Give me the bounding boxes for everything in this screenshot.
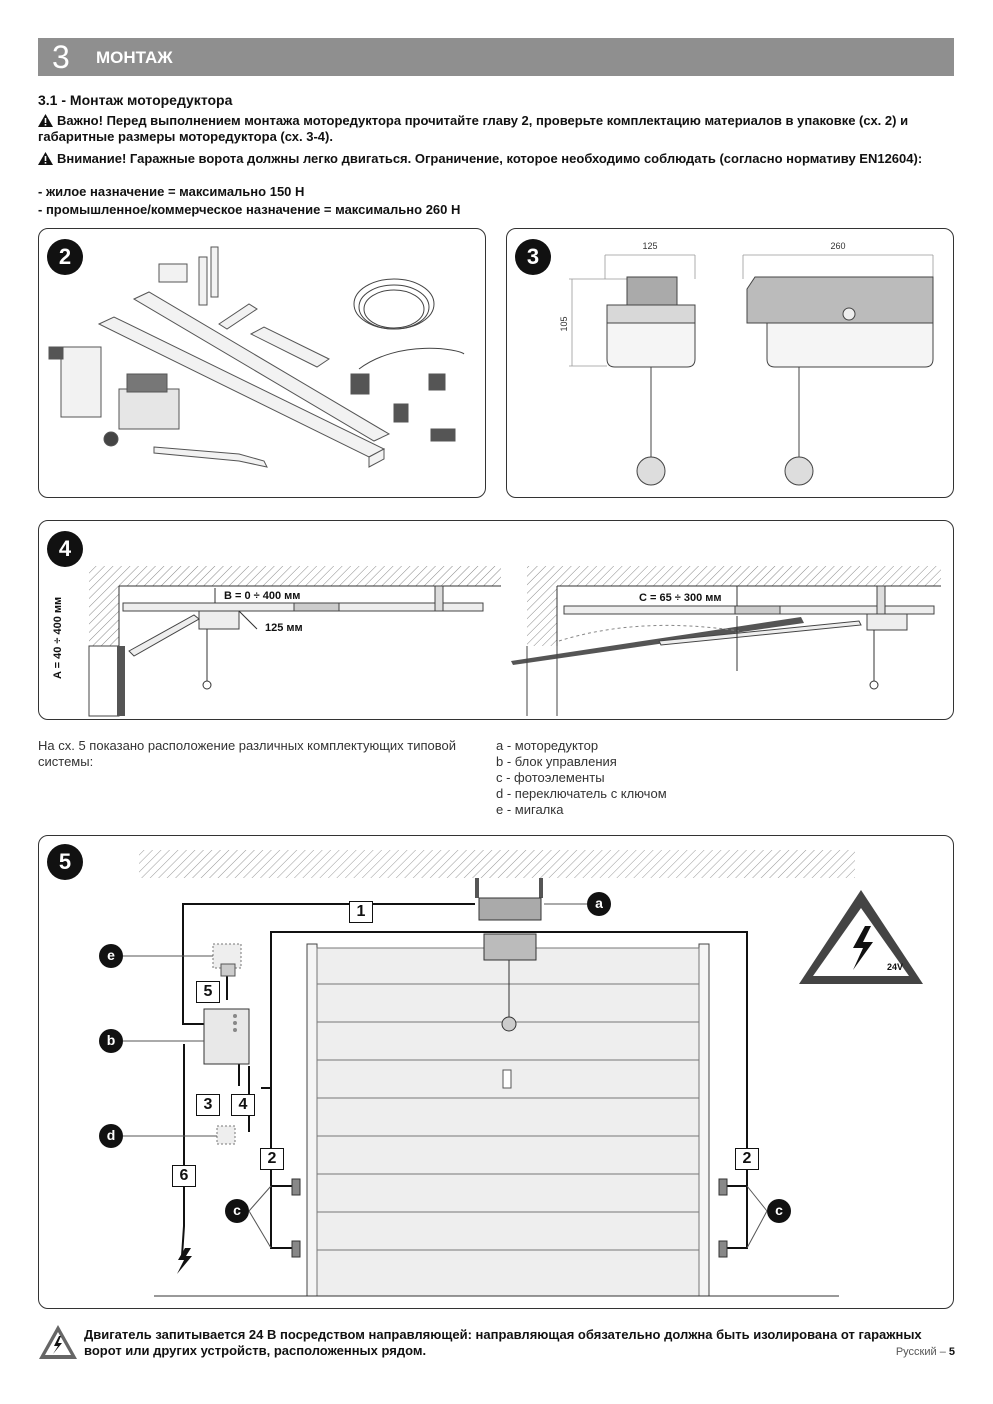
label-c-left: c <box>225 1199 249 1223</box>
warning-icon <box>38 152 53 165</box>
figure-5-number: 5 <box>47 844 83 880</box>
intro-text: На сх. 5 показано расположение различных… <box>38 738 457 769</box>
installation-clearance-drawing: B = 0 ÷ 400 мм 125 мм A = 40 ÷ 400 мм C … <box>52 566 941 717</box>
figure-3-panel: 3 125 105 <box>506 228 954 498</box>
chapter-title: МОНТАЖ <box>96 48 173 67</box>
voltage-label: 24V <box>887 962 903 972</box>
cable-label-1: 1 <box>349 901 373 923</box>
dim-125: 125 мм <box>265 622 303 634</box>
cable-label-2-left: 2 <box>260 1148 284 1170</box>
important-note: Важно! Перед выполнением монтажа моторед… <box>38 113 954 145</box>
figure-2-number: 2 <box>47 239 83 275</box>
label-b: b <box>99 1029 123 1053</box>
dim-width-large: 260 <box>830 241 845 251</box>
chapter-header: 3 МОНТАЖ <box>38 38 954 76</box>
page-footer: Русский – 5 <box>896 1346 955 1358</box>
legend-item: d - переключатель с ключом <box>496 786 667 801</box>
dim-width-small: 125 <box>642 241 657 251</box>
cable-label-3: 3 <box>196 1094 220 1116</box>
label-a: a <box>587 892 611 916</box>
attention-note: Внимание! Гаражные ворота должны легко д… <box>38 151 954 167</box>
cable-label-6: 6 <box>172 1165 196 1187</box>
power-supply-note: Двигатель запитывается 24 В посредством … <box>84 1327 922 1358</box>
cable-label-4: 4 <box>231 1094 255 1116</box>
figure-2-panel: 2 <box>38 228 486 498</box>
footer-language: Русский – <box>895 1346 949 1358</box>
dim-height: 105 <box>559 316 569 331</box>
page-number: 5 <box>948 1346 955 1358</box>
cable-label-5: 5 <box>196 981 220 1003</box>
electric-warning-icon <box>39 1325 77 1359</box>
attention-text: Внимание! Гаражные ворота должны легко д… <box>57 151 923 166</box>
limit-residential: - жилое назначение = максимально 150 Н <box>38 184 305 199</box>
chapter-number: 3 <box>52 39 70 75</box>
mains-power-icon <box>177 1248 192 1274</box>
legend-item: e - мигалка <box>496 802 564 817</box>
figure-4-panel: 4 B = 0 ÷ 400 мм 125 мм A = 40 ÷ 400 мм <box>38 520 954 720</box>
dim-b: B = 0 ÷ 400 мм <box>224 590 300 602</box>
legend-item: b - блок управления <box>496 754 617 769</box>
package-contents-illustration <box>48 246 465 468</box>
legend-item: c - фотоэлементы <box>496 770 605 785</box>
label-d: d <box>99 1124 123 1148</box>
dim-c: C = 65 ÷ 300 мм <box>639 592 722 604</box>
section-title: 3.1 - Монтаж моторедуктора <box>38 92 233 108</box>
motor-dimensions-drawing: 125 105 260 <box>559 241 934 486</box>
important-text: Важно! Перед выполнением монтажа моторед… <box>38 113 909 144</box>
legend-list: a - моторедуктор b - блок управления c -… <box>496 738 667 818</box>
figure-4-number: 4 <box>47 531 83 567</box>
figure-5-panel: 5 <box>38 835 954 1309</box>
electric-hazard-icon: 24V <box>799 890 923 984</box>
legend-item: a - моторедуктор <box>496 738 599 753</box>
label-e: e <box>99 944 123 968</box>
cable-label-2-right: 2 <box>735 1148 759 1170</box>
warning-icon <box>38 114 53 127</box>
figure-3-number: 3 <box>515 239 551 275</box>
dim-a: A = 40 ÷ 400 мм <box>52 597 64 679</box>
system-layout-diagram: 24V <box>123 850 923 1297</box>
limit-industrial: - промышленное/коммерческое назначение =… <box>38 202 461 217</box>
label-c-right: c <box>767 1199 791 1223</box>
